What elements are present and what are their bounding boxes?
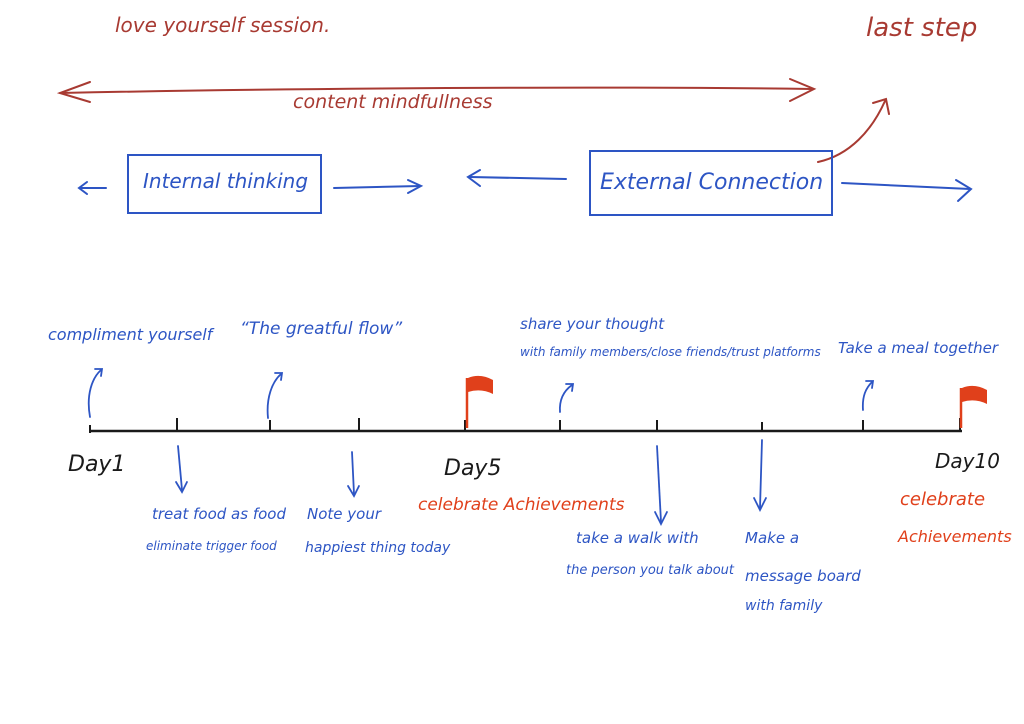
mindfulness-span-arrow — [56, 78, 817, 103]
flag-day10-icon — [959, 385, 987, 428]
share-thought-line2: with family members/close friends/trust … — [520, 345, 821, 359]
share-thought-line1: share your thought — [520, 315, 665, 333]
up-arrows — [87, 368, 875, 419]
external-connection-box — [589, 150, 833, 216]
day1-label: Day1 — [68, 452, 126, 477]
note-happiest-line1: Note your — [307, 505, 382, 523]
session-title: love yourself session. — [115, 13, 331, 37]
day10-label: Day10 — [935, 449, 1000, 473]
day5-label: Day5 — [444, 456, 502, 481]
external-connection-label: External Connection — [600, 170, 824, 195]
message-board-line1: Make a — [745, 529, 800, 547]
flag-day5-icon — [465, 375, 493, 428]
message-board-line3: with family — [745, 598, 823, 614]
message-board-line2: message board — [745, 567, 861, 585]
compliment-label: compliment yourself — [48, 325, 213, 344]
walk-line1: take a walk with — [576, 529, 699, 547]
note-happiest-line2: happiest thing today — [305, 540, 451, 556]
celebrate-day10-line2: Achievements — [898, 527, 1012, 546]
mindfulness-span-label: content mindfullness — [293, 91, 493, 113]
down-arrows — [175, 439, 767, 527]
treat-food-line2: eliminate trigger food — [146, 539, 277, 553]
walk-line2: the person you talk about — [566, 563, 735, 578]
internal-thinking-box — [127, 154, 322, 214]
meal-together-label: Take a meal together — [838, 339, 998, 357]
celebrate-day10-line1: celebrate — [900, 489, 986, 510]
treat-food-line1: treat food as food — [152, 505, 286, 523]
phase-arrows — [77, 169, 973, 202]
timeline-ticks — [89, 418, 961, 433]
greatful-flow-label: “The greatful flow” — [240, 319, 403, 339]
internal-thinking-label: Internal thinking — [143, 169, 309, 193]
celebrate-day5-label: celebrate Achievements — [418, 495, 625, 515]
last-step-label: last step — [866, 13, 978, 43]
last-step-arrow — [817, 97, 890, 163]
